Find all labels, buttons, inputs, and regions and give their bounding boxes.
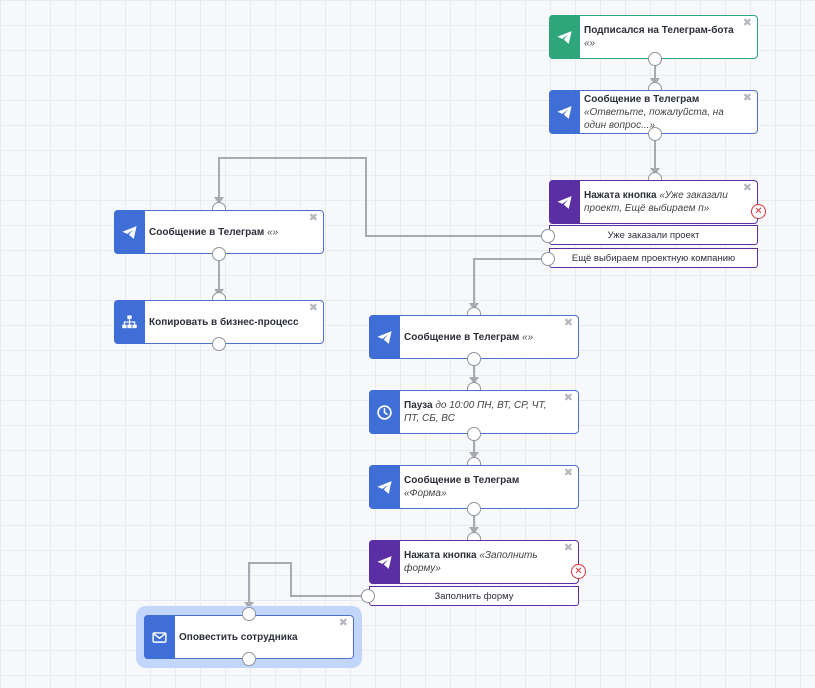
node-detail: «» xyxy=(584,38,596,49)
output-port[interactable] xyxy=(467,502,481,516)
node-title: Сообщение в Телеграм xyxy=(404,331,520,343)
node-title: Сообщение в Телеграм xyxy=(404,475,520,486)
branch-port-fill-form[interactable] xyxy=(361,589,375,603)
arrowhead xyxy=(469,377,479,384)
clock-icon xyxy=(369,390,400,434)
close-icon[interactable]: ✖ xyxy=(563,542,573,554)
node-title: Сообщение в Телеграм xyxy=(149,226,265,238)
telegram-send-icon xyxy=(114,210,145,254)
envelope-icon xyxy=(144,615,175,659)
node-button-pressed-form[interactable]: Нажата кнопка «Заполнить форму» ✖ xyxy=(369,540,579,584)
arrowhead xyxy=(650,168,660,175)
close-icon[interactable]: ✖ xyxy=(563,467,573,479)
input-port[interactable] xyxy=(242,607,256,621)
node-detail: «Ответьте, пожалуйста, на один вопрос...… xyxy=(584,106,724,131)
close-icon[interactable]: ✖ xyxy=(338,617,348,629)
close-icon[interactable]: ✖ xyxy=(563,317,573,329)
output-port[interactable] xyxy=(648,52,662,66)
node-title: Копировать в бизнес-процесс xyxy=(149,316,299,328)
node-message-telegram-form[interactable]: Сообщение в Телеграм «Форма» ✖ xyxy=(369,465,579,509)
close-icon[interactable]: ✖ xyxy=(308,212,318,224)
arrowhead xyxy=(469,452,479,459)
wire-branch-form-to-notify xyxy=(248,562,362,606)
arrowhead xyxy=(650,78,660,85)
node-detail: «Форма» xyxy=(404,488,447,499)
node-title: Пауза xyxy=(404,400,433,411)
node-title: Сообщение в Телеграм xyxy=(584,93,700,105)
node-pause[interactable]: Пауза до 10:00 ПН, ВТ, СР, ЧТ, ПТ, СБ, В… xyxy=(369,390,579,434)
node-detail: «» xyxy=(267,226,279,238)
output-port[interactable] xyxy=(467,352,481,366)
arrowhead xyxy=(244,602,254,609)
delete-branch-icon[interactable]: ✕ xyxy=(751,204,766,219)
sitemap-icon xyxy=(114,300,145,344)
output-port[interactable] xyxy=(212,247,226,261)
node-button-pressed[interactable]: Нажата кнопка «Уже заказали проект, Ещё … xyxy=(549,180,758,224)
branch-fill-form[interactable]: Заполнить форму xyxy=(369,586,579,606)
node-message-telegram-center[interactable]: Сообщение в Телеграм «» ✖ xyxy=(369,315,579,359)
close-icon[interactable]: ✖ xyxy=(742,182,752,194)
telegram-send-icon xyxy=(369,540,400,584)
branch-already-ordered[interactable]: Уже заказали проект xyxy=(549,225,758,245)
node-detail: «Уже заказали проект, Ещё выбираем п» xyxy=(584,190,728,214)
arrowhead xyxy=(469,303,479,310)
delete-branch-icon[interactable]: ✕ xyxy=(571,564,586,579)
node-message-telegram-left[interactable]: Сообщение в Телеграм «» ✖ xyxy=(114,210,324,254)
node-notify-employee[interactable]: Оповестить сотрудника ✖ xyxy=(144,615,354,659)
node-title: Нажата кнопка xyxy=(584,190,657,201)
node-detail: «Заполнить форму» xyxy=(404,550,538,574)
branch-port-already-ordered[interactable] xyxy=(541,229,555,243)
node-detail: «» xyxy=(522,331,534,343)
telegram-send-icon xyxy=(549,180,580,224)
node-copy-business-process[interactable]: Копировать в бизнес-процесс ✖ xyxy=(114,300,324,344)
node-detail: до 10:00 ПН, ВТ, СР, ЧТ, ПТ, СБ, ВС xyxy=(404,400,547,424)
output-port[interactable] xyxy=(648,127,662,141)
output-port[interactable] xyxy=(212,337,226,351)
close-icon[interactable]: ✖ xyxy=(308,302,318,314)
arrowhead xyxy=(469,527,479,534)
node-title: Оповестить сотрудника xyxy=(179,631,298,643)
wire-branch-choosing-to-center-msg xyxy=(473,258,542,306)
telegram-send-icon xyxy=(369,315,400,359)
branch-still-choosing[interactable]: Ещё выбираем проектную компанию xyxy=(549,248,758,268)
telegram-send-icon xyxy=(549,90,580,134)
arrowhead xyxy=(214,197,224,204)
node-message-telegram[interactable]: Сообщение в Телеграм «Ответьте, пожалуйс… xyxy=(549,90,758,134)
telegram-send-icon xyxy=(369,465,400,509)
output-port[interactable] xyxy=(467,427,481,441)
branch-port-still-choosing[interactable] xyxy=(541,252,555,266)
close-icon[interactable]: ✖ xyxy=(742,92,752,104)
output-port[interactable] xyxy=(242,652,256,666)
telegram-send-icon xyxy=(549,15,580,59)
close-icon[interactable]: ✖ xyxy=(563,392,573,404)
wire-branch-ordered-to-left-msg xyxy=(218,157,542,237)
node-title: Нажата кнопка xyxy=(404,550,477,561)
close-icon[interactable]: ✖ xyxy=(742,17,752,29)
node-title: Подписался на Телеграм-бота xyxy=(584,25,734,36)
